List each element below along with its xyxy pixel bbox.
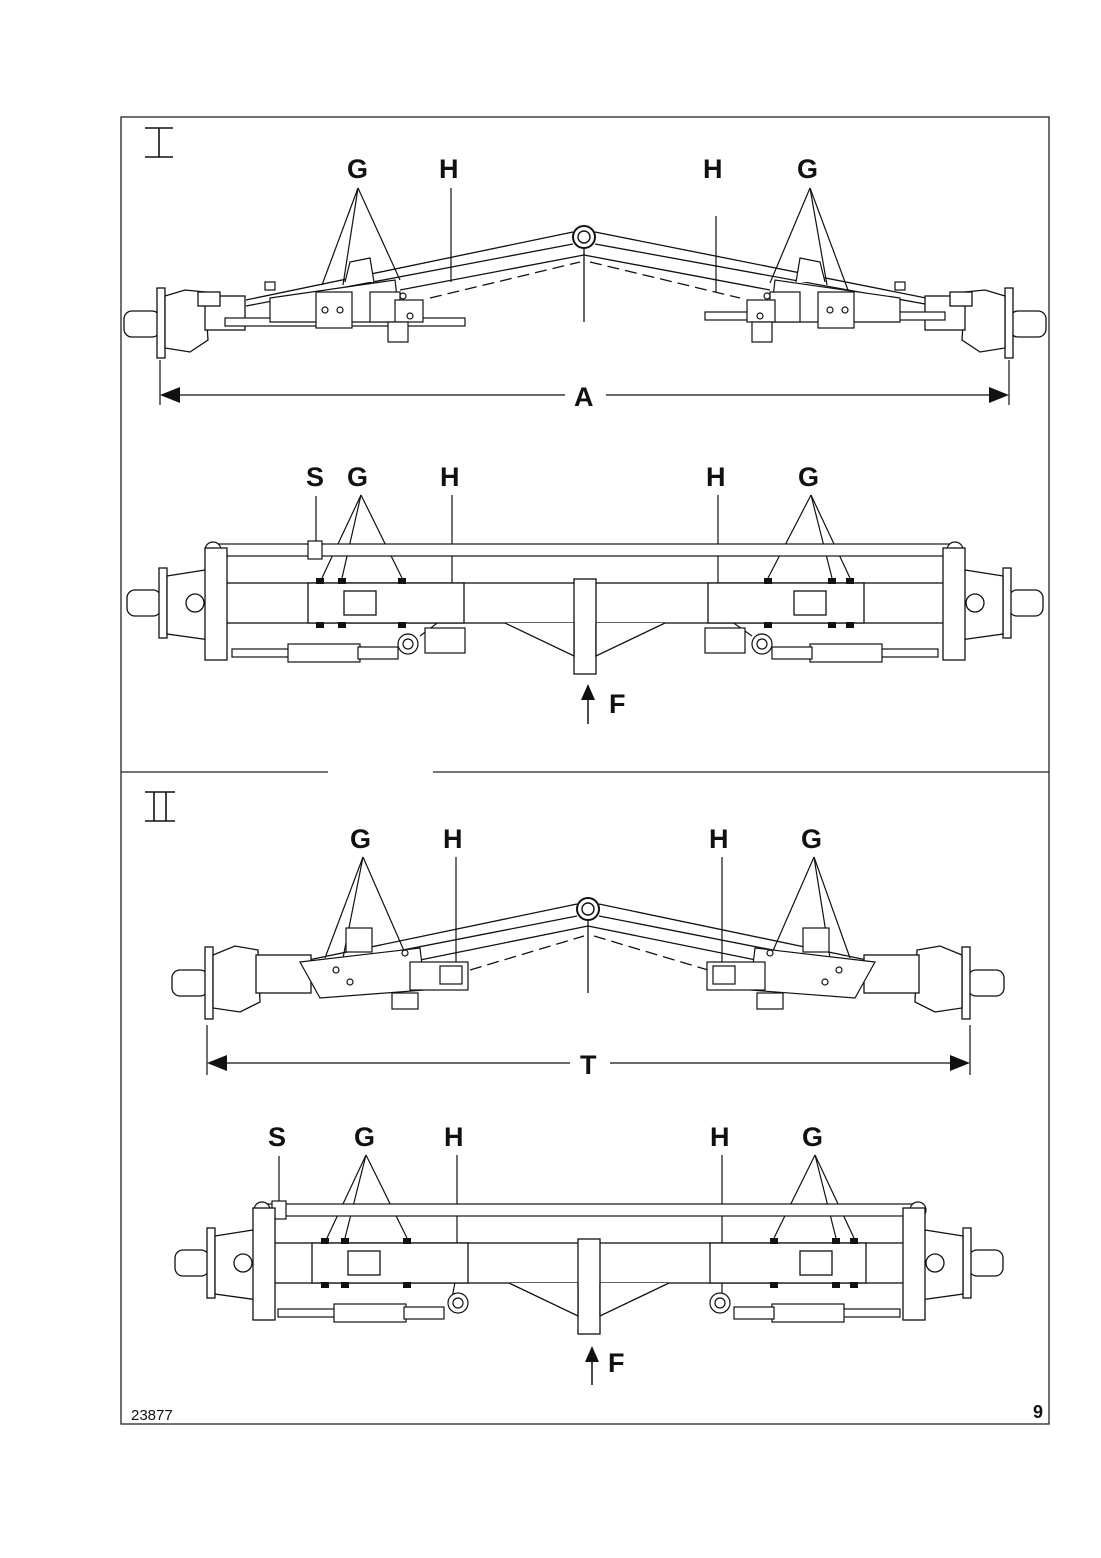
drawing-frame [120,116,1050,1425]
dimension-t: T [206,1025,971,1080]
main-beam [257,1238,921,1335]
clamp-assembly-left [299,927,469,1010]
leader-lines-g-left [321,494,403,579]
label-g-right: G [801,824,822,854]
force-arrow-f: F [581,684,626,724]
hydraulic-cylinder-left [231,627,466,663]
tie-rod [253,1200,927,1220]
label-g-right: G [798,462,819,492]
label-g-left: G [347,462,368,492]
wheel-hub-left [123,287,246,359]
dimension-label-a: A [574,382,594,412]
main-beam [209,578,961,675]
label-h-left: H [439,154,459,184]
label-h-right: H [703,154,723,184]
label-h-right: H [709,824,729,854]
hydraulic-cylinder-right [704,627,939,663]
label-h-left: H [443,824,463,854]
label-g-right: G [802,1122,823,1152]
panel-2: II G H H G [145,791,1005,1385]
clamp-bolts [321,1238,858,1288]
label-h-left: H [440,462,460,492]
clamp-assembly-left [224,257,466,343]
axle-side-view-1: G H H G [123,154,1047,412]
figure-number: 9 [1033,1402,1043,1422]
label-s: S [268,1122,286,1152]
panel-1: I G H H G [123,127,1047,724]
axle-top-view-2: S G H H G [174,1122,1004,1385]
tie-rod [204,540,964,560]
leader-lines-g-right [767,494,851,579]
wheel-hub-left [174,1207,276,1321]
axle-top-view-1: S G H H G [126,462,1044,724]
leader-lines-g-right [773,1154,855,1239]
wheel-hub-right [942,547,1044,661]
clamp-bolts [316,578,854,628]
clamp-assembly-right [704,257,946,343]
label-g-left: G [350,824,371,854]
wheel-hub-right [924,287,1047,359]
clamp-assembly-right [706,927,876,1010]
wheel-hub-right [902,1207,1004,1321]
hydraulic-cylinder-right [709,1292,901,1323]
axle-side-view-2: G H H G [171,824,1005,1080]
label-h-right: H [710,1122,730,1152]
leader-lines-g-left [326,1154,408,1239]
leader-lines-g-left [321,187,401,286]
force-label-f: F [608,1348,625,1378]
center-pivot [576,897,600,921]
wheel-hub-right [863,945,1005,1020]
leader-lines-g-right [769,187,849,291]
label-g-left: G [354,1122,375,1152]
wheel-hub-left [171,945,312,1020]
force-arrow-f: F [585,1346,625,1385]
roman-numeral-II: II [145,791,175,822]
dimension-a: A [159,360,1010,412]
center-pivot [572,225,596,249]
drawing-number: 23877 [131,1407,173,1424]
dimension-label-t: T [580,1050,597,1080]
label-h-left: H [444,1122,464,1152]
label-s: S [306,462,324,492]
label-g-right: G [797,154,818,184]
roman-numeral-I: I [145,127,173,158]
label-g-left: G [347,154,368,184]
sloped-beam [245,231,937,322]
label-h-right: H [706,462,726,492]
hydraulic-cylinder-left [277,1292,469,1323]
force-label-f: F [609,689,626,719]
wheel-hub-left [126,547,228,661]
